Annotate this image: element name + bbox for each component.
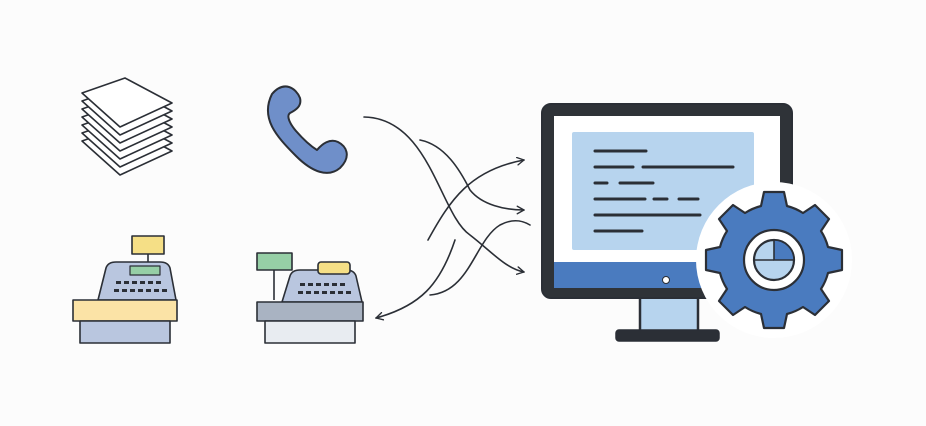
monitor-power-light: [662, 276, 670, 284]
connector-arrow: [429, 219, 531, 296]
cash-register-icon: [256, 252, 364, 344]
register-display: [317, 261, 351, 275]
cash-register-icon: [72, 235, 178, 344]
connector-arrow: [375, 239, 456, 321]
monitor-stand: [638, 295, 700, 333]
register-keypad: [114, 281, 167, 292]
connector-arrow: [419, 139, 525, 215]
register-counter-base: [79, 320, 171, 344]
register-counter-top: [256, 301, 364, 322]
register-sign: [256, 252, 293, 271]
register-counter-top: [72, 299, 178, 322]
phone-icon: [266, 85, 348, 174]
connector-arrow: [363, 116, 525, 275]
register-display: [129, 265, 161, 276]
monitor-base: [615, 329, 720, 342]
paper-stack-icon: [81, 77, 173, 176]
register-sign: [131, 235, 165, 255]
connector-arrow: [427, 156, 525, 241]
register-counter-base: [264, 320, 356, 344]
register-keypad: [298, 283, 351, 294]
gear-hub-segment: [773, 239, 795, 261]
gear-icon: [696, 182, 852, 338]
flow-connectors: [363, 116, 531, 321]
screen-text-lines: [593, 149, 735, 233]
gear-shape: [704, 190, 844, 330]
